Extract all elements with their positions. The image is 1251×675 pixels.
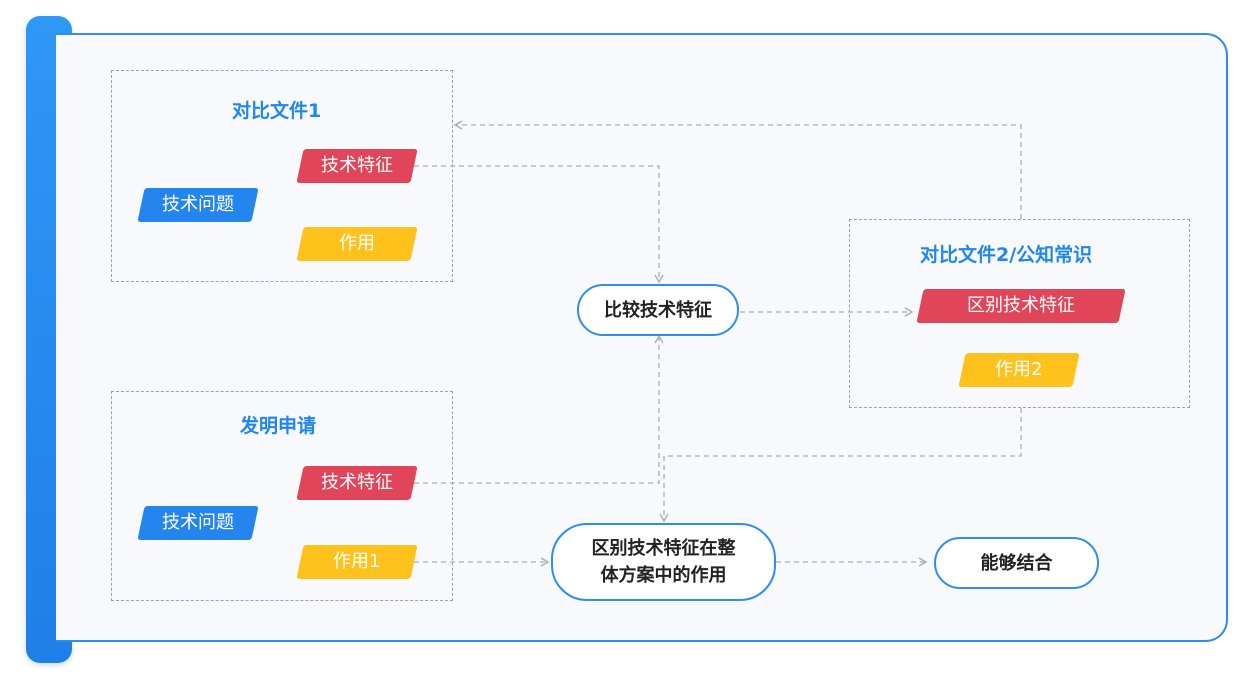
doc1-title: 对比文件1 bbox=[232, 100, 322, 122]
application-box bbox=[111, 391, 453, 601]
link-app-feature-to-compare bbox=[414, 334, 664, 484]
application-title: 发明申请 bbox=[240, 415, 317, 437]
link-doc1-feature-to-compare bbox=[414, 165, 664, 284]
role-in-solution-node: 区别技术特征在整 体方案中的作用 bbox=[551, 523, 776, 601]
doc2-title: 对比文件2/公知常识 bbox=[920, 244, 1093, 266]
role-label-line1: 区别技术特征在整 bbox=[591, 538, 736, 559]
link-doc2-to-doc1 bbox=[453, 120, 1022, 219]
doc1-box bbox=[111, 70, 453, 282]
role-label-line2: 体方案中的作用 bbox=[600, 565, 727, 586]
link-doc2-to-role bbox=[659, 408, 1022, 523]
doc2-box bbox=[849, 219, 1190, 408]
can-combine-label: 能够结合 bbox=[980, 552, 1053, 574]
can-combine-node: 能够结合 bbox=[934, 537, 1099, 589]
compare-features-label: 比较技术特征 bbox=[604, 299, 712, 321]
compare-features-node: 比较技术特征 bbox=[577, 284, 739, 336]
